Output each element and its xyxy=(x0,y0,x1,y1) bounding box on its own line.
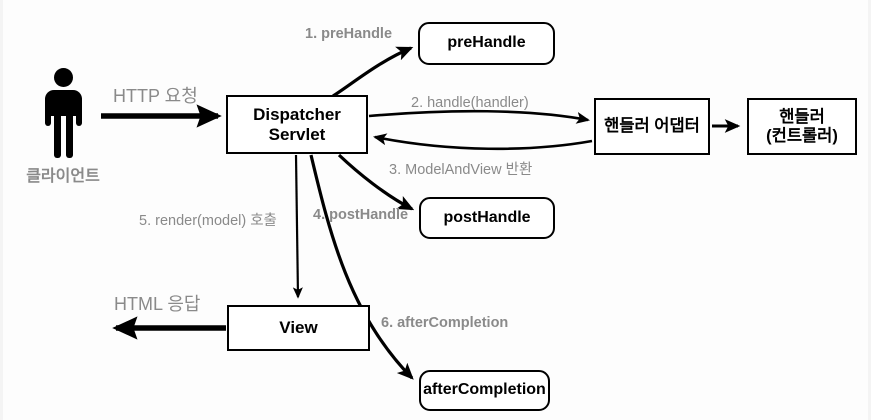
node-posthandle[interactable]: postHandle xyxy=(419,197,555,239)
person-leg-left xyxy=(54,113,61,158)
person-arm-left xyxy=(45,96,51,126)
node-dispatcher-servlet[interactable]: Dispatcher Servlet xyxy=(226,95,368,154)
node-dispatcher-servlet-label: Dispatcher Servlet xyxy=(253,105,341,144)
person-torso xyxy=(45,90,82,116)
person-leg-right xyxy=(66,113,73,158)
node-handler-adapter[interactable]: 핸들러 어댑터 xyxy=(594,98,710,155)
node-handler-controller[interactable]: 핸들러 (컨트롤러) xyxy=(747,98,857,155)
node-aftercompletion-label: afterCompletion xyxy=(423,381,546,399)
edge-step5-render xyxy=(292,154,303,299)
node-prehandle-label: preHandle xyxy=(447,34,526,52)
person-icon xyxy=(38,68,88,158)
edge-step3-modelandview xyxy=(373,133,593,151)
label-step-4: 4. postHandle xyxy=(313,207,409,223)
canvas-right-edge xyxy=(868,0,871,420)
edge-step1-prehandle xyxy=(332,46,414,98)
label-html-response: HTML 응답 xyxy=(114,294,201,314)
node-view-label: View xyxy=(279,318,318,338)
node-aftercompletion[interactable]: afterCompletion xyxy=(419,370,550,411)
edge-step2-handle xyxy=(368,109,590,124)
canvas-left-edge xyxy=(0,0,3,420)
person-arm-right xyxy=(76,96,82,126)
node-prehandle[interactable]: preHandle xyxy=(418,22,555,65)
label-step-5: 5. render(model) 호출 xyxy=(139,213,277,229)
node-posthandle-label: postHandle xyxy=(443,208,531,226)
person-head xyxy=(54,68,73,87)
label-step-6: 6. afterCompletion xyxy=(381,315,509,331)
dispatcher-line-2: Servlet xyxy=(268,124,326,144)
label-step-2: 2. handle(handler) xyxy=(411,95,529,111)
label-step-1: 1. preHandle xyxy=(305,26,393,42)
handler-line-2: (컨트롤러) xyxy=(766,126,838,145)
client-label: 클라이언트 xyxy=(26,168,100,185)
node-handler-controller-label: 핸들러 (컨트롤러) xyxy=(766,108,838,146)
label-http-request: HTTP 요청 xyxy=(113,86,198,106)
handler-line-1: 핸들러 xyxy=(779,107,825,126)
label-step-3: 3. ModelAndView 반환 xyxy=(389,162,533,178)
node-handler-adapter-label: 핸들러 어댑터 xyxy=(604,117,700,136)
node-view[interactable]: View xyxy=(227,305,370,351)
dispatcher-line-1: Dispatcher xyxy=(253,104,341,124)
